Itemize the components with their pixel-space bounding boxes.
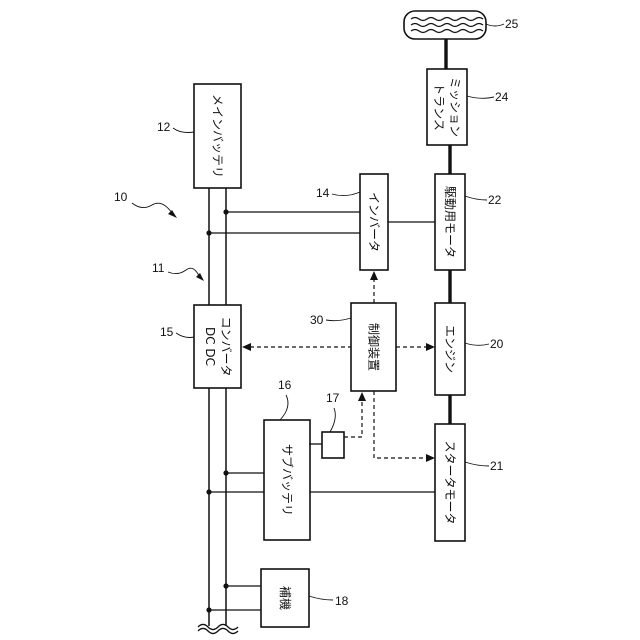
- controller-label: 制御装置: [367, 323, 382, 371]
- ref-12: 12: [157, 120, 171, 134]
- accessory-label: 補機: [278, 586, 293, 610]
- dcdc-label-line2: コンバータ: [219, 316, 233, 376]
- ref-17: 17: [326, 391, 340, 405]
- wheel-icon: [404, 11, 486, 39]
- ref-24: 24: [495, 90, 509, 104]
- drive-motor-label: 駆動用モータ: [443, 186, 457, 258]
- ref-30: 30: [310, 313, 324, 327]
- ref-18: 18: [335, 594, 349, 608]
- transmission-label-line2: ミッション: [448, 77, 462, 137]
- engine-label: エンジン: [443, 325, 457, 373]
- ref-11: 11: [152, 261, 165, 275]
- power-bus: [198, 188, 238, 634]
- starter-motor-label: スタータモータ: [443, 440, 457, 524]
- dcdc-label-line1: DC DC: [203, 327, 217, 366]
- ref-25: 25: [505, 17, 519, 31]
- sub-battery-label: サブバッテリ: [280, 444, 295, 516]
- main-battery-label: メインバッテリ: [211, 94, 225, 178]
- transmission-label-line1: トランス: [432, 83, 446, 131]
- ref-15: 15: [160, 325, 174, 339]
- sensor-block: [322, 432, 344, 458]
- ref-16: 16: [278, 378, 292, 392]
- inverter-label: インバータ: [367, 192, 381, 252]
- ref-22: 22: [488, 193, 502, 207]
- ref-14: 14: [316, 186, 330, 200]
- electrical-wires: [209, 212, 435, 610]
- ref-21: 21: [490, 459, 504, 473]
- ref-20: 20: [490, 337, 504, 351]
- ref-10: 10: [114, 190, 128, 204]
